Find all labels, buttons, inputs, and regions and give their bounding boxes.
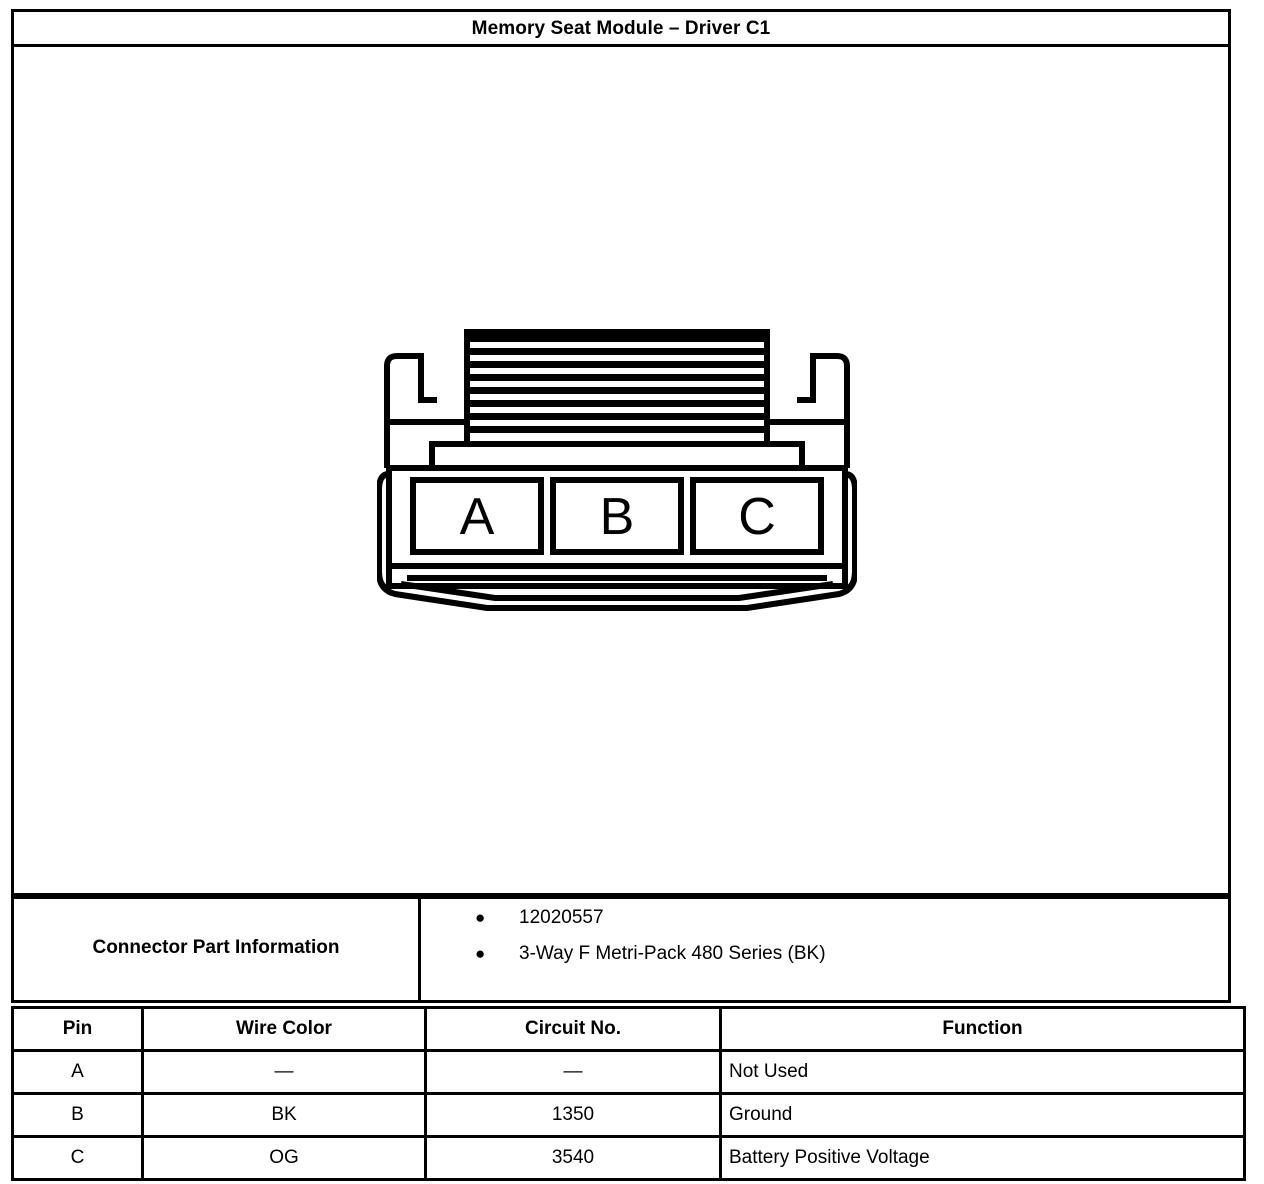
cavity-labels: A B C [460,488,776,546]
connector-part-information-label-cell: Connector Part Information [14,896,421,1000]
connector-part-information-block: Connector Part Information ● 12020557 ● … [11,893,1231,1003]
cavity-label-c: C [738,488,776,546]
bottom-skirt [377,571,857,611]
cell-pin: C [11,1135,144,1181]
cell-function: Not Used [719,1049,1246,1095]
connector-illustration-panel: A B C [11,47,1231,899]
connector-body-shell [386,464,848,589]
cavity-b [550,476,684,555]
right-latch-arm [797,352,850,422]
connector-end-view-page: Memory Seat Module – Driver C1 [11,9,1246,1181]
table-header-row: Pin Wire Color Circuit No. Function [11,1006,1246,1052]
cell-circuit-no: 1350 [424,1092,722,1138]
table-row: C OG 3540 Battery Positive Voltage [11,1135,1246,1181]
part-info-item: ● 3-Way F Metri-Pack 480 Series (BK) [475,944,1228,980]
column-header-function: Function [719,1006,1246,1052]
pin-assignment-table: Pin Wire Color Circuit No. Function A — … [11,1006,1246,1181]
table-row: B BK 1350 Ground [11,1092,1246,1138]
cavity-label-b: B [600,488,635,546]
cavity-label-a: A [460,488,495,546]
cell-circuit-no: 3540 [424,1135,722,1181]
flange-band [429,440,805,471]
page-title: Memory Seat Module – Driver C1 [471,17,771,39]
cell-pin: B [11,1092,144,1138]
bullet-icon: ● [475,944,486,963]
cavity-c [690,476,824,555]
cavity-a [410,476,544,555]
bottom-skirt-inner [400,580,834,601]
part-info-item: ● 12020557 [475,908,1228,944]
cell-circuit-no: — [424,1049,722,1095]
column-header-wire-color: Wire Color [141,1006,427,1052]
connector-drawing: A B C [377,328,857,611]
part-info-item-text: 12020557 [519,907,604,928]
connector-part-information-label: Connector Part Information [92,937,340,958]
table-row: A — — Not Used [11,1049,1246,1095]
cell-wire-color: — [141,1049,427,1095]
part-info-item-text: 3-Way F Metri-Pack 480 Series (BK) [519,943,826,964]
cell-function: Ground [719,1092,1246,1138]
cell-wire-color: BK [141,1092,427,1138]
bullet-icon: ● [475,908,486,927]
page-title-bar: Memory Seat Module – Driver C1 [11,9,1231,47]
cell-wire-color: OG [141,1135,427,1181]
connector-face-view: A B C [377,322,857,612]
cell-pin: A [11,1049,144,1095]
column-header-pin: Pin [11,1006,144,1052]
connector-part-information-list: ● 12020557 ● 3-Way F Metri-Pack 480 Seri… [421,896,1228,1000]
left-latch-arm [384,352,437,422]
cell-function: Battery Positive Voltage [719,1135,1246,1181]
column-header-circuit-no: Circuit No. [424,1006,722,1052]
rib-stripes [470,334,764,433]
